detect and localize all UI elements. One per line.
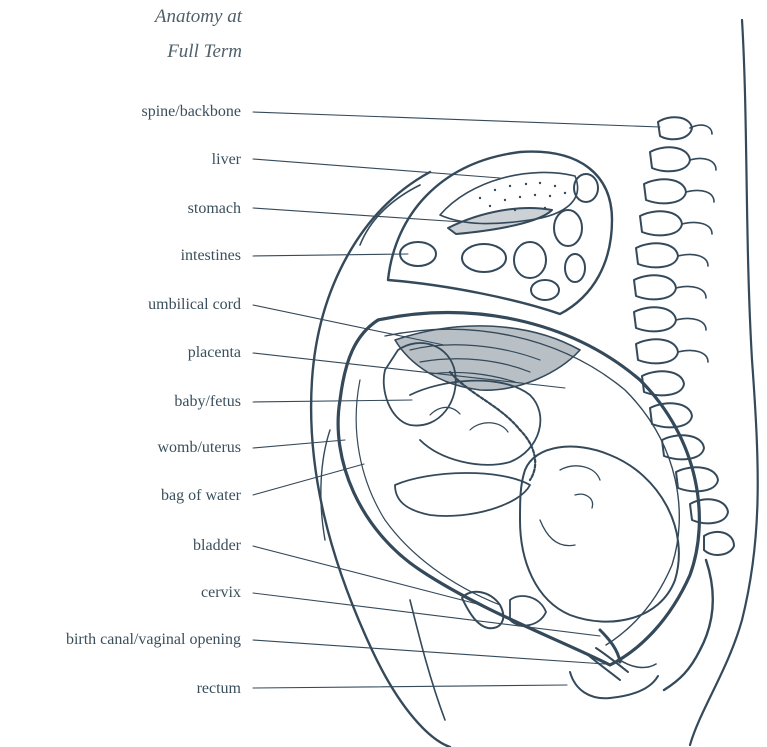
fetus-head (520, 447, 679, 622)
amniotic-sac (356, 380, 500, 605)
liver-stipple (479, 182, 566, 211)
abdomen-outline (311, 172, 450, 747)
leader-rectum (253, 685, 567, 688)
leader-intestines (253, 254, 408, 256)
fetus-arm (395, 473, 530, 516)
spine-vertebrae (634, 117, 734, 555)
spine-processes (676, 125, 716, 362)
leader-womb-uterus (253, 440, 345, 448)
leader-stomach (253, 208, 462, 222)
stomach-outline (448, 208, 552, 234)
leader-lines (253, 112, 660, 688)
leader-spine (253, 112, 660, 127)
back-contour (690, 20, 758, 745)
leader-birth-canal (253, 640, 605, 664)
